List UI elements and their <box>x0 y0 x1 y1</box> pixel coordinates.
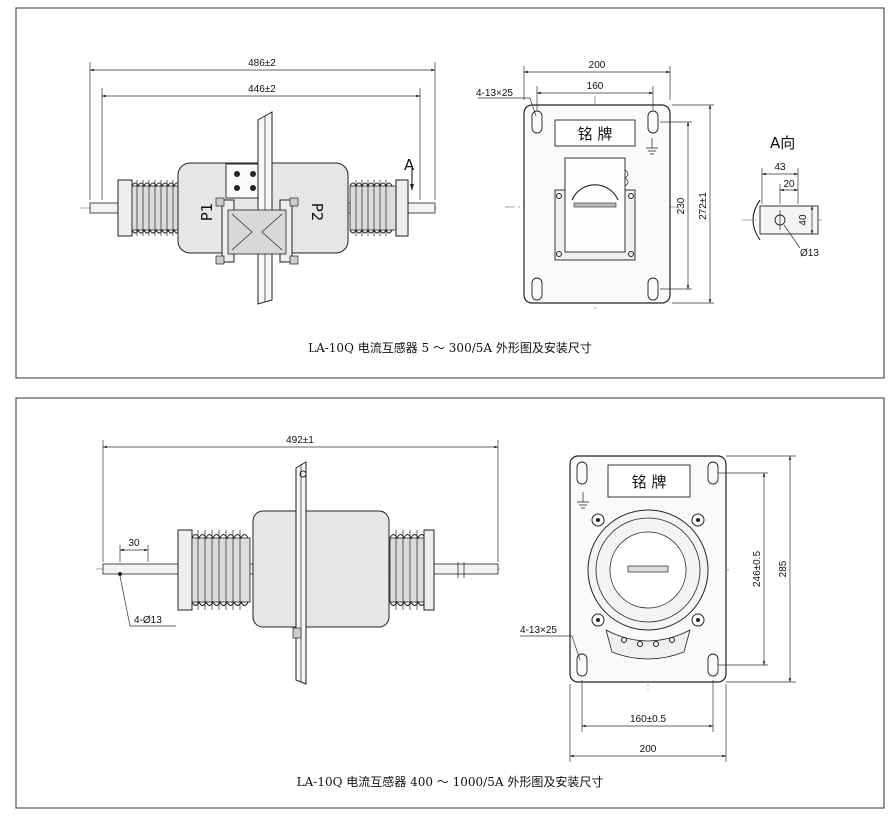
p1-dim-inner: 446±2 <box>248 84 276 95</box>
p1-dim-height-outer: 272±1 <box>698 192 709 220</box>
p1-dim-overall: 486±2 <box>248 58 276 69</box>
panel2-side-view <box>96 440 500 685</box>
panel2-front-view <box>520 455 796 762</box>
p1-dim-width: 200 <box>589 60 606 71</box>
p1-label-p2: P2 <box>308 203 326 222</box>
panel1-frame <box>15 7 885 379</box>
p1-a-view-title: A向 <box>770 134 795 152</box>
p1-a-dim-40: 40 <box>798 214 809 226</box>
panel1-front-view <box>478 66 714 310</box>
p2-caption: LA-10Q 电流互感器 400 ～ 1000/5A 外形图及安装尺寸 <box>297 774 604 789</box>
p1-nameplate: 铭 牌 <box>578 125 613 143</box>
p1-dim-hole-spacing: 160 <box>587 81 604 92</box>
p2-dim-hole-spacing: 160±0.5 <box>630 714 667 725</box>
p1-a-dim-43: 43 <box>774 162 786 173</box>
p1-label-p1: P1 <box>198 203 216 222</box>
p1-a-dim-20: 20 <box>783 179 795 190</box>
p2-dim-slot: 4-13×25 <box>520 625 557 636</box>
p2-dim-height-inner: 246±0.5 <box>752 551 763 588</box>
p1-view-arrow-label: A <box>404 156 415 174</box>
panel1-a-view <box>742 168 822 249</box>
p2-nameplate: 铭 牌 <box>632 473 667 491</box>
p2-dim-overall: 492±1 <box>286 435 314 446</box>
panel2-frame <box>15 397 885 809</box>
p1-dim-slot: 4-13×25 <box>476 88 513 99</box>
p1-a-dim-hole: Ø13 <box>800 248 819 259</box>
p1-caption: LA-10Q 电流互感器 5 ～ 300/5A 外形图及安装尺寸 <box>308 340 592 355</box>
panel1-side-view <box>80 62 440 305</box>
p2-dim-holes: 4-Ø13 <box>134 615 162 626</box>
p1-dim-height-inner: 230 <box>676 197 687 214</box>
p2-dim-30: 30 <box>128 538 140 549</box>
p2-dim-width: 200 <box>640 744 657 755</box>
p2-dim-height-outer: 285 <box>778 560 789 577</box>
